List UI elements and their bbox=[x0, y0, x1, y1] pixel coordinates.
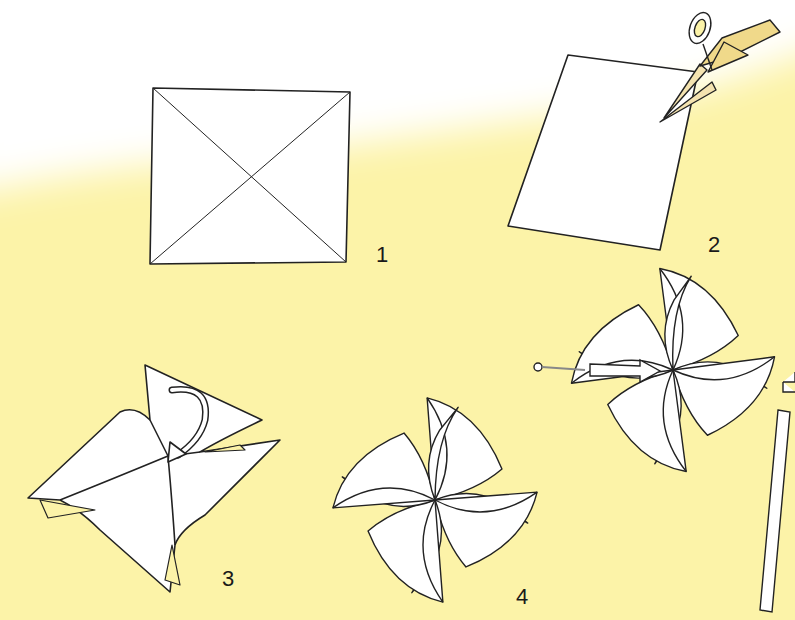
step-number: 1 bbox=[376, 244, 388, 266]
scissors bbox=[660, 10, 780, 122]
step-number: 3 bbox=[222, 568, 234, 590]
step-one-square bbox=[150, 88, 350, 264]
stick bbox=[760, 372, 795, 612]
step-four-pinwheel bbox=[322, 387, 548, 613]
step-two-square bbox=[508, 55, 698, 250]
step-number: 2 bbox=[708, 234, 720, 256]
step-three-cut-square bbox=[28, 365, 280, 592]
pinwheel-blade bbox=[333, 392, 458, 523]
step-five-pinwheel bbox=[565, 262, 782, 479]
step-number: 4 bbox=[516, 586, 528, 608]
pinwheel-blade bbox=[571, 267, 691, 393]
pin bbox=[534, 360, 660, 382]
